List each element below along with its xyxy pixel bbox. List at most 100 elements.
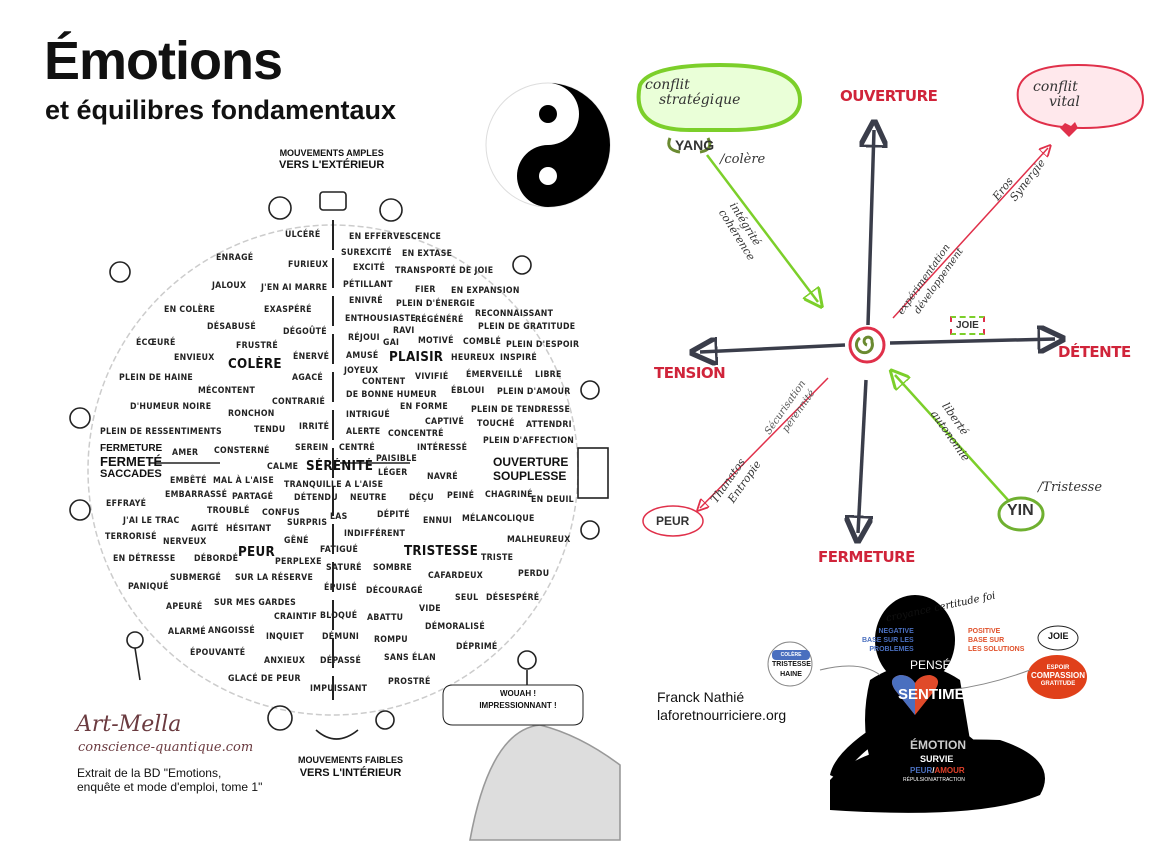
emotion-word: EN EXPANSION [451,286,520,296]
emotion-word: PLEIN D'ÉNERGIE [396,299,476,309]
emotion-word: FURIEUX [288,260,329,270]
gratitude: GRATITUDE [1040,681,1076,687]
emotion-word: D'HUMEUR NOIRE [130,402,212,412]
vital-line2: vital [1049,94,1080,110]
negative-thoughts: NEGATIVE BASE SUR LES PROBLEMES [862,627,914,654]
neg-1: NEGATIVE [878,628,914,635]
emotion-word: TERRORISÉ [105,532,157,542]
laforetnourriciere-link[interactable]: laforetnourriciere.org [657,707,787,723]
compassion: COMPASSION [1030,671,1086,680]
emotion-word: CALME [267,462,299,472]
emotion-word: SEREIN [295,443,329,453]
emotion-word: J'EN AI MARRE [261,283,328,293]
emotion-word: VIDE [419,604,441,614]
emotion-word: INTRIGUÉ [346,410,391,420]
emotion-word: AGITÉ [191,524,219,534]
emotion-word: DÉMUNI [322,632,360,642]
emotion-word: CAPTIVÉ [425,417,465,427]
emotion-word: AMUSÉ [346,351,379,361]
axis-fermeture: FERMETURE [818,548,915,566]
emotion-word: A L'AISE [345,480,384,490]
emotion-word: PÉTILLANT [343,280,393,290]
emotion-word: DÉÇU [409,493,435,503]
emotion-word: PERPLEXE [275,557,322,567]
emotion-word: CHAGRINÉ [485,490,533,500]
emotion-word: SANS ÉLAN [384,653,436,663]
emotion-word: ALARMÉ [168,627,206,637]
emotion-word: NEUTRE [350,493,387,503]
positive-thoughts: POSITIVE BASE SUR LES SOLUTIONS [968,627,1024,654]
right-movement-label: OUVERTURE SOUPLESSE [493,455,568,483]
emotion-word: CONTRARIÉ [272,397,326,407]
peur-word: PEUR [910,766,933,775]
emotion-word: INSPIRÉ [500,353,538,363]
speech-line2: IMPRESSIONNANT ! [479,701,557,710]
emotion-word: VIVIFIÉ [415,372,449,382]
cartoon-characters [69,191,621,841]
emotion-word: JOYEUX [344,366,379,376]
emotion-word: DÉBORDÉ [194,554,239,564]
emotion-word: PAISIBLE [376,454,418,464]
yin-yang-icon [485,82,611,208]
slash: / [932,766,935,775]
yang-emotion: /colère [720,152,766,167]
emotion-word: RECONNAISSANT [475,309,554,319]
emotion-word: EMBÊTÉ [170,476,207,486]
pensees-label: PENSÉES [910,658,967,672]
emotion-word: EN EFFERVESCENCE [349,232,442,242]
left-label-1: FERMETURE [100,443,163,454]
emotion-word: DÉSESPÉRÉ [486,593,540,603]
emotion-word: EN FORME [400,402,448,412]
emotion-family-0: COLÈRE [228,357,282,372]
emotion-word: CONCENTRÉ [388,429,444,439]
axis-detente: DÉTENTE [1058,343,1131,361]
yang-arrow-label: intégrité cohérence [716,200,769,263]
emotion-word: ABATTU [367,613,404,623]
emotion-word: AMER [172,448,199,458]
emotion-word: PLEIN DE GRATITUDE [478,322,576,332]
emotion-family-3: PEUR [238,545,275,560]
emotion-word: TROUBLÉ [207,506,250,516]
emotion-word: INDIFFÉRENT [344,529,406,539]
emotion-word: EXCITÉ [353,263,386,273]
emotion-word: PEINÉ [447,491,475,501]
emotion-word: DÉMORALISÉ [425,622,485,632]
emotion-word: SURPRIS [287,518,328,528]
emotion-word: GLACÉ DE PEUR [228,674,301,684]
emotion-word: ENRAGÉ [216,253,254,263]
emotion-word: ENNUI [423,516,453,526]
neg-2: BASE SUR LES [862,637,914,644]
emotion-word: ROMPU [374,635,408,645]
cloud-line2: stratégique [659,92,741,108]
emotion-word: SOMBRE [373,563,413,573]
emotion-wheel-graphic [69,82,621,841]
center-arrow-label: expérimentation développement [895,238,967,325]
cloud-line1: conflit [645,77,690,93]
emotion-word: ÉBLOUI [451,386,485,396]
left-tag: COLÈRE TRISTESSE HAINE [772,650,811,680]
conflit-vital-cloud: conflit vital [1033,80,1080,110]
peur-arrow2-label: Thanatos Entropie [708,450,764,514]
pos-3: LES SOLUTIONS [968,646,1025,653]
vital-line1: conflit [1033,79,1078,95]
emotion-word: EN DEUIL [531,495,574,505]
conscience-quantique-link[interactable]: conscience-quantique.com [78,740,254,755]
emotion-word: TENDU [254,425,286,435]
speech-line1: WOUAH ! [500,689,536,698]
emotion-word: BLOQUÉ [320,611,358,621]
emotion-word: CAFARDEUX [428,571,484,581]
emotion-word: MALHEUREUX [507,535,571,545]
yin-label: YIN [1007,502,1034,519]
bottom-movement-label: MOUVEMENTS FAIBLES VERS L'INTÉRIEUR [298,754,403,780]
speech-bubble: WOUAH ! IMPRESSIONNANT ! [458,688,578,712]
tristesse-tag: TRISTESSE [772,661,811,668]
emotion-word: SUR LA RÉSERVE [235,573,314,583]
emotion-word: MAL À L'AISE [213,476,274,486]
emotion-word: ENVIEUX [174,353,215,363]
emotion-word: FIER [415,285,436,295]
emotion-word: CONFUS [262,508,300,518]
emotion-word: DÉPRIMÉ [456,642,498,652]
emotion-word: AGACÉ [292,373,323,383]
emotion-word: LIBRE [535,370,562,380]
emotion-word: PANIQUÉ [128,582,169,592]
